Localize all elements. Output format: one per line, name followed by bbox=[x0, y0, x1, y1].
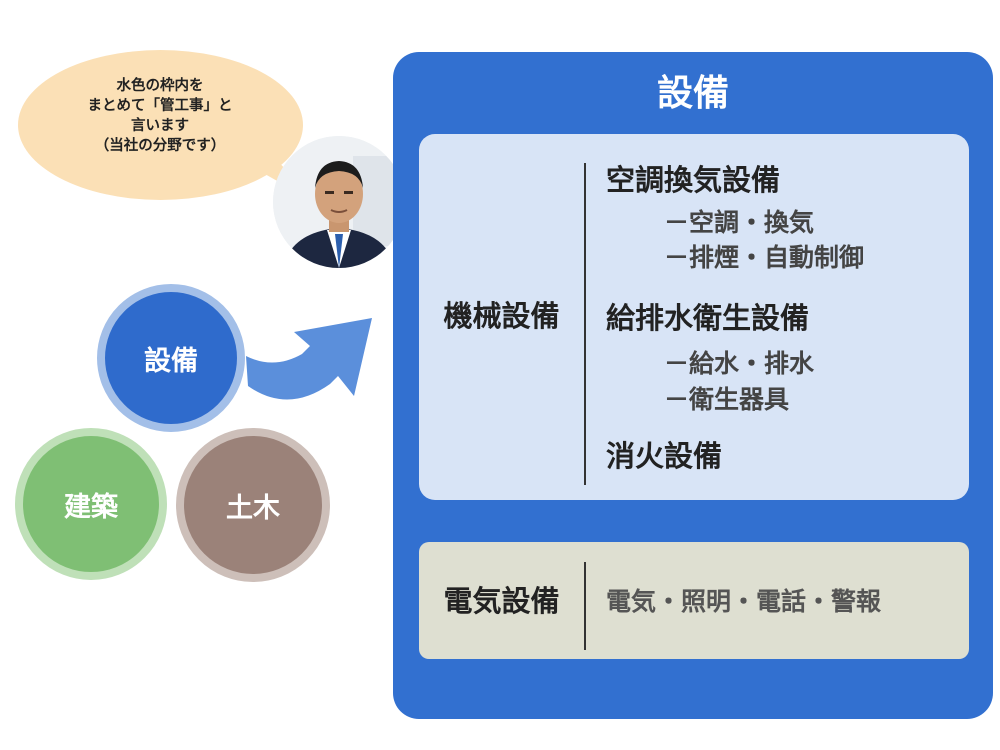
speech-bubble-text: 水色の枠内を まとめて「管工事」と 言います （当社の分野です） bbox=[38, 76, 282, 156]
speech-bubble bbox=[18, 50, 303, 200]
machine-equipment-box bbox=[419, 134, 969, 500]
bubble-line: 言います bbox=[131, 118, 189, 134]
category-hvac: 空調換気設備 bbox=[606, 163, 781, 197]
category-item: －排煙・自動制御 bbox=[664, 243, 865, 272]
category-plumbing: 給排水衛生設備 bbox=[606, 301, 810, 335]
circle-doboku: 土木 bbox=[176, 428, 330, 582]
electric-equipment-heading: 電気設備 bbox=[443, 584, 560, 618]
bubble-line: まとめて「管工事」と bbox=[87, 98, 233, 114]
electric-equipment-box bbox=[419, 542, 969, 659]
person-photo-icon bbox=[273, 136, 405, 268]
circle-label: 土木 bbox=[226, 492, 280, 524]
category-item: －給水・排水 bbox=[664, 349, 815, 378]
machine-equipment-heading: 機械設備 bbox=[443, 299, 560, 333]
circle-label: 設備 bbox=[144, 345, 198, 377]
avatar bbox=[273, 136, 405, 268]
arrow-right-icon bbox=[246, 318, 372, 400]
electric-items: 電気・照明・電話・警報 bbox=[606, 587, 882, 616]
divider bbox=[584, 163, 586, 485]
circle-label: 建築 bbox=[64, 491, 118, 523]
panel-title: 設備 bbox=[656, 73, 729, 114]
category-fire: 消火設備 bbox=[606, 439, 723, 473]
category-item: －衛生器具 bbox=[664, 385, 790, 414]
bubble-line: （当社の分野です） bbox=[94, 138, 226, 154]
divider bbox=[584, 562, 586, 650]
category-item: －空調・換気 bbox=[664, 208, 815, 237]
circle-setsubi: 設備 bbox=[97, 284, 245, 432]
bubble-line: 水色の枠内を bbox=[116, 78, 204, 94]
circle-kenchiku: 建築 bbox=[15, 428, 167, 580]
